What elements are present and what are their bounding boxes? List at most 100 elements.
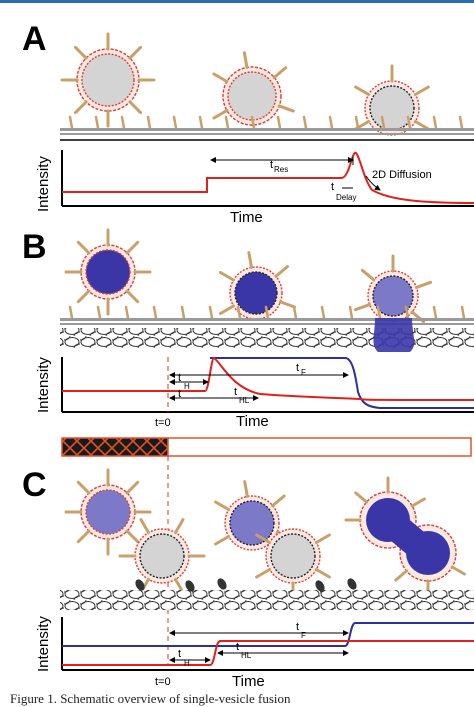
snare-protein	[360, 268, 376, 282]
snare-protein	[214, 500, 231, 511]
panel-a-red-trace	[62, 151, 474, 204]
panel-a-diffusion-label: 2D Diffusion	[372, 169, 432, 181]
bilayer-snare	[94, 115, 100, 130]
snare-protein	[413, 85, 430, 96]
panel-c-tf-sub: F	[301, 631, 306, 640]
panel-c-vesicle-target	[118, 518, 206, 594]
panel-b-vesicle-free	[64, 228, 152, 316]
bilayer-snare	[354, 115, 360, 130]
panel-c-plot	[61, 617, 474, 671]
panel-b-thl-label: t	[234, 386, 237, 398]
bilayer-snare	[146, 115, 152, 130]
panel-b-cushion-mesh	[60, 328, 474, 348]
snare-protein	[242, 51, 249, 69]
bilayer-snare	[208, 305, 214, 320]
snare-protein	[212, 72, 229, 83]
panel-c-vesicle-docking	[214, 480, 293, 551]
bilayer-snare	[458, 115, 464, 130]
bilayer-snare	[152, 305, 158, 320]
panel-b-th-sub: H	[184, 382, 190, 391]
snare-protein	[354, 491, 369, 504]
snare-protein	[413, 120, 430, 131]
bilayer-snare	[68, 115, 74, 130]
fusion-trigger-on-bar	[167, 437, 472, 457]
panel-b-ylabel: Intensity	[35, 357, 52, 413]
panel-c-thl-sub: HL	[241, 651, 252, 660]
snare-protein	[212, 109, 229, 120]
bilayer-snare	[406, 115, 412, 130]
panel-a-letter: A	[22, 20, 47, 58]
snare-protein	[128, 45, 143, 60]
panel-a-xlabel: Time	[230, 209, 263, 226]
panel-b-vesicle-fusing	[353, 254, 433, 324]
panel-c-ylabel: Intensity	[35, 616, 52, 672]
snare-protein	[354, 85, 371, 96]
panel-b-red-trace	[62, 356, 474, 401]
bilayer-snare	[320, 305, 326, 320]
snare-protein	[128, 100, 143, 115]
bilayer-snare	[432, 115, 438, 130]
snare-protein	[73, 45, 88, 60]
bilayer-snare	[124, 305, 130, 320]
bilayer-snare	[348, 305, 354, 320]
panel-a-bilayer	[60, 128, 474, 141]
panel-c-cushion-mesh	[60, 590, 474, 610]
top-rule	[0, 0, 474, 3]
snare-protein	[73, 100, 88, 115]
bilayer-snare	[380, 115, 386, 130]
bilayer-snare	[198, 115, 204, 130]
panel-a-tres-label: t	[270, 159, 273, 171]
bilayer-snare	[404, 305, 410, 320]
bilayer-snare	[264, 305, 270, 320]
bilayer-snare	[180, 305, 186, 320]
snare-protein	[394, 569, 409, 582]
snare-protein	[218, 304, 235, 315]
snare-protein	[214, 535, 231, 546]
panel-b-plot	[61, 356, 474, 413]
bilayer-snare	[96, 305, 102, 320]
bilayer-snare	[302, 115, 308, 130]
panel-a-vesicle-docked	[354, 64, 430, 136]
panel-b-tf-sub: F	[301, 368, 306, 377]
snare-protein	[278, 300, 297, 309]
panel-c-vesicle-fused	[344, 476, 466, 597]
panel-c-letter: C	[22, 466, 47, 504]
panel-a-tdelay-sub: Delay	[336, 193, 356, 202]
tether-anchor	[217, 578, 227, 590]
snare-protein	[139, 518, 150, 535]
bilayer-snare	[68, 305, 74, 320]
bilayer-snare	[236, 305, 242, 320]
snare-protein	[125, 240, 140, 255]
panel-c-th-label: t	[178, 648, 181, 660]
tether-anchor	[315, 580, 325, 592]
snare-protein	[277, 104, 295, 113]
bilayer-snare	[376, 305, 382, 320]
snare-protein	[414, 280, 433, 289]
snare-protein	[174, 518, 185, 535]
snare-protein	[243, 480, 249, 498]
panel-b-bilayer	[60, 318, 474, 348]
snare-protein	[274, 265, 289, 278]
panel-c-blue-trace	[62, 622, 474, 647]
panel-b-t-plain: t	[178, 388, 181, 400]
panel-b-vesicle-docked	[218, 251, 297, 320]
panel-c-tf-label: t	[296, 621, 299, 633]
snare-protein	[353, 303, 372, 312]
panel-c-vesicles	[64, 468, 466, 600]
snare-protein	[314, 533, 331, 544]
panel-a-plot	[61, 150, 474, 207]
bilayer-snare	[276, 115, 282, 130]
panel-a-vesicles	[60, 32, 464, 136]
fusion-trigger-off-bar	[61, 437, 169, 457]
panel-b-fusion-pore	[373, 318, 415, 352]
snare-protein	[314, 568, 331, 579]
snare-protein	[125, 289, 140, 304]
panel-a-ylabel: Intensity	[35, 156, 52, 212]
snare-protein	[272, 66, 288, 79]
panel-a-vesicle-free	[60, 32, 156, 128]
panel-c-thl-label: t	[236, 641, 239, 653]
panel-b-vesicles	[64, 228, 466, 324]
snare-protein	[76, 529, 91, 544]
panel-b-blue-trace	[210, 357, 474, 409]
bilayer-snare	[224, 115, 230, 130]
